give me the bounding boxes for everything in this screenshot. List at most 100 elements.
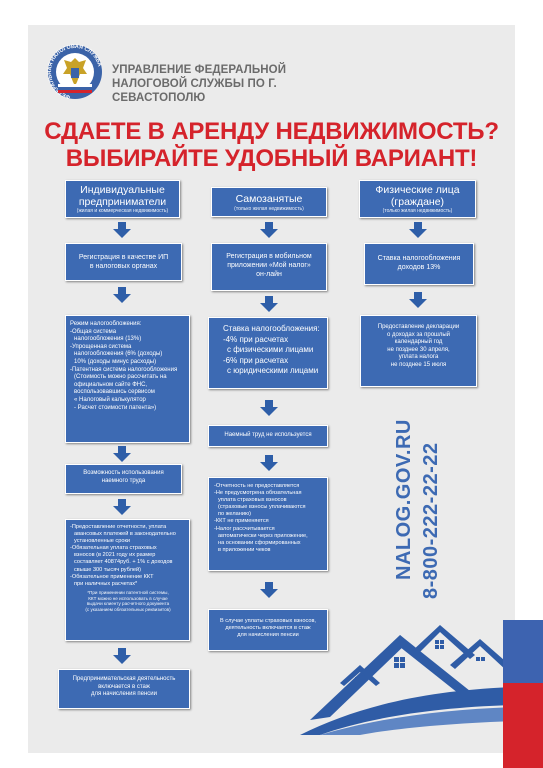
ip-footnote-line: ККТ можно не использовать в случае — [88, 595, 168, 601]
self-condition-line: автоматически через приложение, — [218, 532, 308, 539]
individuals-title-line1: Физические лица — [375, 184, 460, 196]
individuals-declaration-line: уплата налога — [398, 354, 439, 361]
individuals-rate-line: Ставка налогообложения — [377, 255, 461, 262]
ip-obligation-line: при наличных расчетах* — [74, 580, 138, 587]
flag-stripe-red — [503, 683, 543, 768]
self-registration-line: он-лайн — [256, 271, 282, 278]
arrow-down-icon — [260, 222, 278, 238]
self-condition-line: в приложении чеков — [218, 546, 271, 553]
ip-obligation-line: установленные сроки — [74, 538, 131, 545]
ip-title-line2: предприниматели — [78, 195, 167, 208]
ip-regime-line: (Стоимость можно рассчитать на — [74, 374, 167, 381]
ip-regime-line: -Общая система — [70, 328, 117, 335]
self-rate-line: с физическими лицами — [227, 345, 314, 354]
organization-name-line2: НАЛОГОВОЙ СЛУЖБЫ ПО Г. СЕВАСТОПОЛЮ — [112, 78, 277, 104]
arrow-down-icon — [260, 400, 278, 416]
self-employed-pension-box: В случае уплаты страховых взносов, деяте… — [208, 609, 328, 651]
self-employed-conditions-box: -Отчетность не предоставляется -Не преду… — [208, 477, 328, 571]
arrow-down-icon — [409, 292, 427, 308]
organization-name: УПРАВЛЕНИЕ ФЕДЕРАЛЬНОЙ НАЛОГОВОЙ СЛУЖБЫ … — [112, 63, 352, 105]
ip-regime-line: официальном сайте ФНС, — [74, 381, 148, 388]
self-condition-line: (страховые взносы уплачиваются — [218, 504, 306, 511]
self-condition-line: по желанию) — [218, 511, 252, 518]
ip-regime-line: Режим налогообложения: — [70, 321, 142, 327]
arrow-down-icon — [409, 222, 427, 238]
ip-hired-labor-line: наемного труда — [101, 477, 146, 484]
individuals-rate-box: Ставка налогообложения доходов 13% — [364, 243, 474, 285]
arrow-down-icon — [113, 648, 131, 664]
ip-footnote-line: *При применении патентной системы, — [87, 589, 169, 595]
ip-pension-box: Предпринимательская деятельность включае… — [58, 669, 190, 709]
individuals-declaration-line: не позднее 15 июля — [390, 361, 447, 368]
self-rate-line: -6% при расчетах — [223, 355, 289, 365]
self-condition-line: на основании сформированных — [218, 539, 301, 546]
self-pension-line: для начисления пенсии — [237, 632, 299, 639]
arrow-down-icon — [260, 582, 278, 598]
headline-question: СДАЕТЕ В АРЕНДУ НЕДВИЖИМОСТЬ? — [44, 118, 499, 145]
self-pension-line: деятельность включается в стаж — [225, 625, 311, 632]
self-condition-line: -Налог рассчитывается — [214, 525, 275, 532]
arrow-down-icon — [260, 296, 278, 312]
self-condition-line: -Не предусмотрена обязательная — [214, 490, 302, 497]
ip-regime-line: - Расчет стоимости патента») — [74, 404, 157, 411]
ip-footnote-line: выдачи клиенту расчетного документа — [86, 601, 170, 607]
self-rate-line: с юридическими лицами — [227, 366, 319, 375]
self-condition-line: уплата страховых взносов — [218, 497, 287, 504]
ip-regime-line: -Упрощенная система — [70, 343, 132, 350]
ip-registration-box: Регистрация в качестве ИП в налоговых ор… — [65, 243, 182, 281]
individuals-declaration-line: о доходах за прошлый — [386, 331, 451, 338]
ip-regime-line: 10% (доходы минус расходы) — [74, 358, 157, 365]
self-rate-line: Ставка налогообложения: — [223, 324, 320, 333]
ip-category-box: Индивидуальные предприниматели (жилая и … — [65, 180, 180, 218]
ip-pension-line: Предпринимательская деятельность — [72, 676, 176, 682]
ip-registration-line: в налоговых органах — [89, 263, 158, 270]
self-no-hired-labor: Наемный труд не используется — [224, 432, 312, 438]
ip-obligation-line: свыше 300 тысяч рублей) — [74, 566, 141, 573]
fns-emblem-logo: ФЕДЕРАЛЬНАЯ НАЛОГОВАЯ СЛУЖБА — [47, 44, 102, 100]
self-rate-line: -4% при расчетах — [223, 334, 289, 344]
individuals-declaration-line: Предоставление декларации — [377, 324, 460, 330]
houses-illustration — [300, 625, 515, 735]
ip-obligation-line: -Предоставление отчетности, уплата — [70, 524, 167, 530]
individuals-title-line2: (граждане) — [390, 195, 445, 208]
ip-obligation-line: -Обязательная уплата страховых — [70, 545, 157, 552]
ip-pension-line: для начисления пенсии — [91, 691, 157, 698]
ip-title-line1: Индивидуальные — [80, 184, 165, 196]
ip-obligation-line: взносов (в 2021 году их размер — [74, 552, 156, 559]
individuals-subtitle: (только жилая недвижимость) — [382, 208, 453, 214]
ip-pension-line: включается в стаж — [98, 683, 150, 690]
individuals-declaration-line: календарный год — [394, 339, 443, 346]
individuals-declaration-box: Предоставление декларации о доходах за п… — [360, 315, 477, 387]
self-employed-subtitle: (только жилая недвижимость) — [234, 205, 304, 212]
self-condition-line: -ККТ не применяется — [214, 518, 269, 525]
ip-hired-labor-line: Возможность использования — [83, 470, 164, 476]
arrow-down-icon — [113, 446, 131, 462]
self-employed-no-hired-box: Наемный труд не используется — [208, 425, 328, 447]
ip-hired-labor-box: Возможность использования наемного труда — [65, 464, 182, 494]
self-employed-rate-box: Ставка налогообложения: -4% при расчетах… — [208, 317, 328, 389]
ip-obligations-box: -Предоставление отчетности, уплата аванс… — [65, 519, 190, 641]
hotline-phone: 8-800-222-22-22 — [420, 442, 442, 600]
self-registration-line: приложении «Мой налог» — [227, 262, 311, 269]
ip-kkt-footnote: *При применении патентной системы, ККТ м… — [70, 590, 186, 613]
ip-subtitle: (жилая и коммерческая недвижимость) — [76, 208, 169, 214]
ip-footnote-line: (с указанием обязательных реквизитов) — [85, 607, 171, 613]
arrow-down-icon — [113, 287, 131, 303]
ip-regime-line: « Налоговый калькулятор — [74, 396, 146, 403]
self-employed-category-box: Самозанятые (только жилая недвижимость) — [211, 187, 327, 217]
ip-registration-line: Регистрация в качестве ИП — [78, 254, 169, 261]
self-pension-line: В случае уплаты страховых взносов, — [220, 618, 316, 624]
ip-obligation-line: -Обязательное применение ККТ — [70, 573, 154, 580]
arrow-down-icon — [260, 455, 278, 471]
organization-name-line1: УПРАВЛЕНИЕ ФЕДЕРАЛЬНОЙ — [112, 64, 287, 76]
arrow-down-icon — [113, 499, 131, 515]
ip-obligation-line: авансовых платежей в законодательно — [74, 531, 176, 538]
self-employed-registration-box: Регистрация в мобильном приложении «Мой … — [211, 243, 327, 291]
ip-tax-regime-box: Режим налогообложения: -Общая система на… — [65, 315, 190, 443]
individuals-rate-line: доходов 13% — [397, 264, 441, 271]
self-registration-line: Регистрация в мобильном — [226, 253, 312, 260]
self-condition-line: -Отчетность не предоставляется — [214, 483, 300, 489]
individuals-category-box: Физические лица (граждане) (только жилая… — [359, 180, 476, 218]
individuals-declaration-line: не позднее 30 апреля, — [387, 346, 450, 353]
ip-regime-line: воспользовавшись сервисом — [74, 389, 155, 396]
